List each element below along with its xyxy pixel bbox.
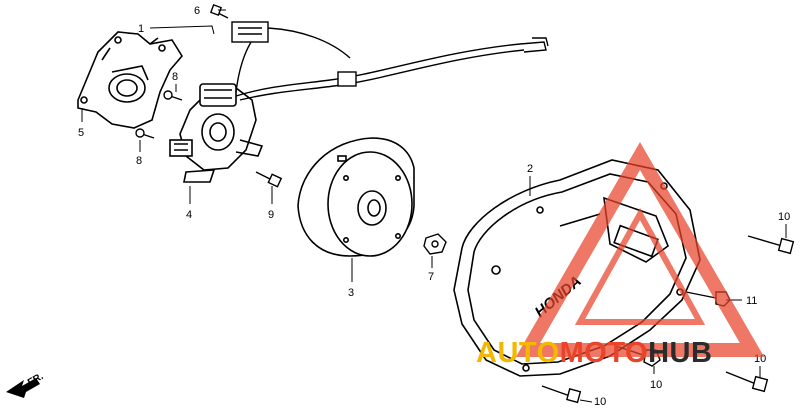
watermark-auto: AUTO: [476, 337, 560, 369]
callout-10-right: 10: [778, 211, 790, 223]
nut-7: [423, 233, 447, 255]
bolt-6: [209, 3, 229, 19]
screw-8-upper: [163, 90, 183, 101]
callout-5: 5: [78, 127, 84, 139]
callout-2: 2: [527, 163, 533, 175]
watermark-moto: MOTO: [560, 337, 648, 369]
flywheel-rotor: [297, 137, 415, 257]
callout-11: 11: [746, 295, 757, 307]
callout-8-lower: 8: [136, 155, 142, 167]
callout-9: 9: [268, 209, 274, 221]
callout-10-center: 10: [650, 379, 662, 391]
callout-10-bottom: 10: [594, 396, 606, 408]
bolt-10-bottom-right: [725, 371, 769, 393]
watermark-hub: HUB: [648, 337, 712, 369]
watermark-triangle-logo: [515, 141, 765, 357]
watermark-text: AUTOMOTOHUB: [476, 337, 712, 369]
front-arrow-icon: [6, 378, 40, 398]
stator-assembly: [169, 83, 264, 183]
bolt-9: [255, 171, 283, 188]
callout-4: 4: [186, 209, 192, 221]
base-plate: [77, 31, 183, 129]
callout-1: 1: [138, 23, 144, 35]
callout-6: 6: [194, 5, 200, 17]
callout-3: 3: [348, 287, 354, 299]
bolt-10-bottom: [541, 385, 582, 404]
leader-lines: [81, 9, 787, 403]
front-direction-label: FR.: [26, 371, 46, 389]
bolt-10-right: [747, 235, 795, 255]
watermark: AUTOMOTOHUB: [476, 141, 765, 369]
callout-8-upper: 8: [172, 71, 178, 83]
front-direction-indicator: FR.: [6, 371, 46, 398]
wire-harness: [231, 21, 549, 101]
callout-7: 7: [428, 271, 434, 283]
screw-8-lower: [135, 128, 155, 139]
